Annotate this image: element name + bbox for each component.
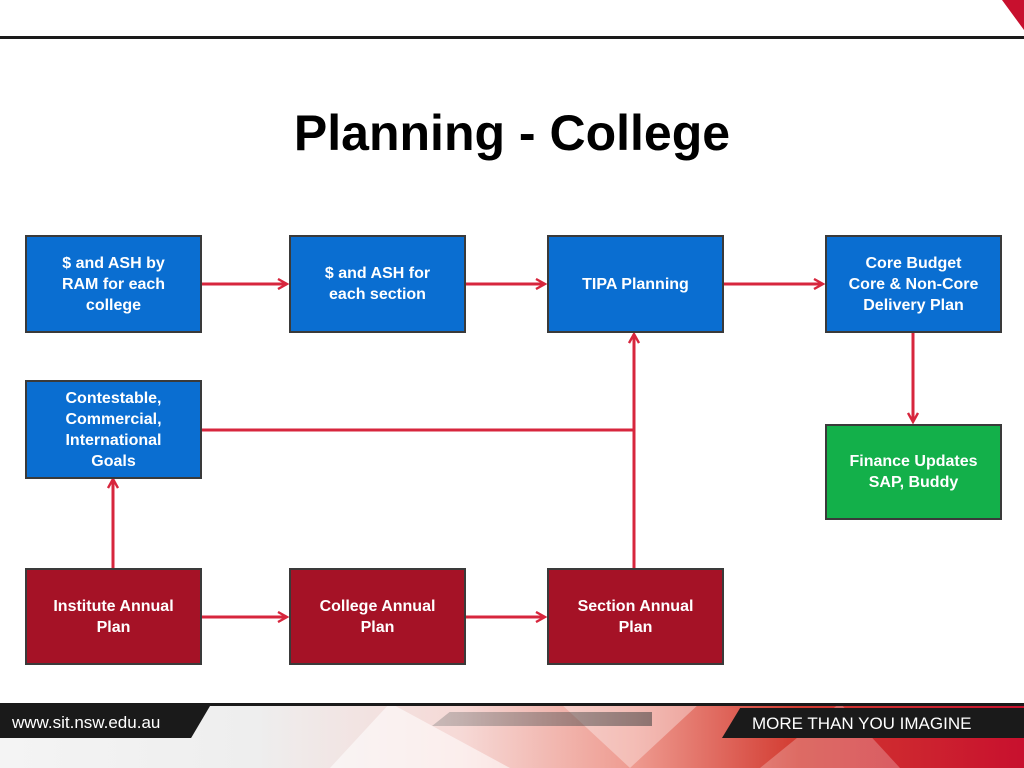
header-rule (0, 36, 1024, 39)
box-college-plan-label: College Annual Plan (319, 597, 436, 636)
box-institute-plan-label: Institute Annual Plan (53, 597, 174, 636)
box-core-budget-label: Core Budget Core & Non-Core Delivery Pla… (848, 254, 979, 314)
connector-layer (0, 0, 1024, 700)
box-college-plan: College Annual Plan (289, 568, 466, 665)
box-core-budget: Core Budget Core & Non-Core Delivery Pla… (825, 235, 1002, 333)
footer-url[interactable]: www.sit.nsw.edu.au (12, 713, 161, 732)
box-ash-section: $ and ASH for each section (289, 235, 466, 333)
flow-diagram: $ and ASH by RAM for each college $ and … (0, 0, 1024, 700)
footer-tagline: MORE THAN YOU IMAGINE (752, 714, 972, 733)
slide-title: Planning - College (293, 105, 731, 161)
box-finance-updates: Finance Updates SAP, Buddy (825, 424, 1002, 520)
box-institute-plan: Institute Annual Plan (25, 568, 202, 665)
box-tipa-planning: TIPA Planning (547, 235, 724, 333)
box-section-plan: Section Annual Plan (547, 568, 724, 665)
footer-decoration (432, 712, 652, 726)
box-tipa-planning-label: TIPA Planning (582, 275, 689, 293)
footer-rule (0, 703, 1024, 706)
box-ash-section-label: $ and ASH for each section (324, 265, 431, 303)
box-section-plan-label: Section Annual Plan (577, 597, 694, 636)
box-ash-by-ram-label: $ and ASH by RAM for each college (61, 254, 166, 314)
box-finance-updates-label: Finance Updates SAP, Buddy (849, 453, 978, 491)
corner-accent (1002, 0, 1024, 30)
box-contestable-goals: Contestable, Commercial, International G… (25, 380, 202, 479)
footer-tagline-tab (722, 708, 1024, 738)
footer-url-tab (0, 706, 210, 738)
box-contestable-goals-label: Contestable, Commercial, International G… (65, 389, 162, 470)
box-ash-by-ram: $ and ASH by RAM for each college (25, 235, 202, 333)
